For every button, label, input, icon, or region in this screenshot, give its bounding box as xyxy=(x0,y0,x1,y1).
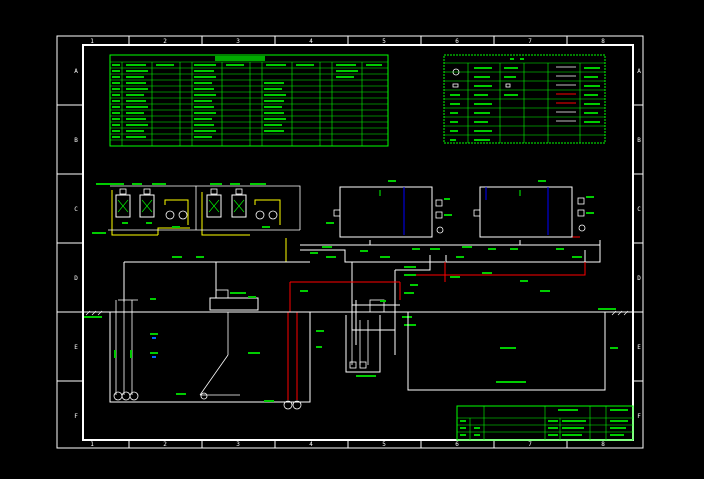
dosing-white-pipes xyxy=(108,185,301,231)
agitator-motor-icon xyxy=(119,188,127,195)
clear-water-tank-outline xyxy=(407,312,606,391)
col-label-bottom: 8 xyxy=(601,441,605,448)
equipment-table-title-bar xyxy=(215,56,265,61)
col-label-top: 6 xyxy=(455,38,459,45)
dosing-tank-4 xyxy=(231,194,247,218)
dosing-tank-outline xyxy=(115,194,247,218)
dosing-pump-icon xyxy=(165,210,175,220)
reaction-tank-right[interactable] xyxy=(462,180,594,250)
ground-hatch-marks xyxy=(85,310,629,316)
row-label-left: F xyxy=(74,413,78,420)
dosing-equipment-group[interactable] xyxy=(92,183,301,262)
equipment-table-border xyxy=(109,54,389,147)
equipment-table-cell-text xyxy=(112,64,382,138)
submersible-pump-icon xyxy=(129,391,139,401)
dosing-label-text xyxy=(96,183,266,185)
equipment-table[interactable] xyxy=(109,54,389,147)
row-label-right: F xyxy=(637,413,641,420)
dosing-green-labels xyxy=(92,222,270,234)
valve-symbol-icon xyxy=(452,83,459,88)
dosing-pump-icon xyxy=(255,210,265,220)
legend-table[interactable] xyxy=(443,54,606,144)
column-zone-ticks xyxy=(128,36,568,448)
screen-unit-outline xyxy=(209,297,259,311)
col-label-top: 5 xyxy=(382,38,386,45)
pump-symbol-icon xyxy=(452,68,460,76)
row-label-left: B xyxy=(74,137,78,144)
regulating-tank-outline xyxy=(109,312,311,403)
col-label-top: 3 xyxy=(236,38,240,45)
row-label-left: A xyxy=(74,68,78,75)
col-label-bottom: 7 xyxy=(528,441,532,448)
row-label-right: E xyxy=(637,344,641,351)
col-label-bottom: 3 xyxy=(236,441,240,448)
title-block[interactable] xyxy=(456,405,634,441)
title-block-text xyxy=(460,409,628,436)
col-label-top: 2 xyxy=(163,38,167,45)
dosing-agitator-motors xyxy=(119,188,243,195)
row-label-right: A xyxy=(637,68,641,75)
pipeline-annotations xyxy=(84,248,582,332)
dosing-tank-3 xyxy=(206,194,222,218)
row-labels: A B C D E F A B C D E F xyxy=(74,68,641,420)
dosing-pump-icon xyxy=(178,210,188,220)
legend-cell-text xyxy=(450,67,600,141)
col-label-bottom: 5 xyxy=(382,441,386,448)
col-label-bottom: 1 xyxy=(90,441,94,448)
row-label-right: D xyxy=(637,275,641,282)
col-label-bottom: 2 xyxy=(163,441,167,448)
legend-title-text xyxy=(510,58,524,60)
agitator-motor-icon xyxy=(210,188,218,195)
col-label-bottom: 4 xyxy=(309,441,313,448)
equipment-table-grid xyxy=(110,61,388,146)
clear-water-tank[interactable] xyxy=(407,308,618,391)
row-label-left: C xyxy=(74,206,78,213)
col-label-top: 8 xyxy=(601,38,605,45)
dosing-tank-1 xyxy=(115,194,131,218)
title-block-grid xyxy=(457,406,633,440)
row-label-left: D xyxy=(74,275,78,282)
submersible-pumps xyxy=(113,391,302,410)
legend-table-grid xyxy=(444,62,605,143)
submersible-pump-icon xyxy=(283,400,293,410)
agitator-motor-icon xyxy=(143,188,151,195)
lift-pipes xyxy=(115,299,138,395)
submersible-pump-icon xyxy=(292,400,302,410)
column-labels: 1 2 3 4 5 6 7 8 1 2 3 4 5 6 7 8 xyxy=(90,38,605,448)
dosing-pumps xyxy=(165,210,278,220)
outer-border xyxy=(56,35,644,449)
dosing-tank-interior xyxy=(117,199,245,213)
intermediate-pump-pit[interactable] xyxy=(345,292,416,377)
row-label-right: B xyxy=(637,137,641,144)
reaction-tank-left[interactable] xyxy=(322,180,452,250)
row-label-left: E xyxy=(74,344,78,351)
row-label-right: C xyxy=(637,206,641,213)
process-pipelines-white xyxy=(123,240,601,355)
dosing-tank-2 xyxy=(139,194,155,218)
dosing-pump-icon xyxy=(268,210,278,220)
submersible-pump-icon xyxy=(200,392,208,400)
dosing-yellow-pipes xyxy=(111,190,287,262)
regulating-tank[interactable] xyxy=(109,298,322,410)
legend-symbols xyxy=(452,66,576,122)
col-label-top: 7 xyxy=(528,38,532,45)
legend-red-symbols xyxy=(556,93,576,104)
col-label-bottom: 6 xyxy=(455,441,459,448)
col-label-top: 4 xyxy=(309,38,313,45)
col-label-top: 1 xyxy=(90,38,94,45)
meter-symbol-icon xyxy=(505,83,511,88)
agitator-motor-icon xyxy=(235,188,243,195)
row-zone-ticks xyxy=(57,104,643,382)
screen-unit[interactable] xyxy=(172,256,259,311)
pump-pit-outline xyxy=(345,315,381,373)
